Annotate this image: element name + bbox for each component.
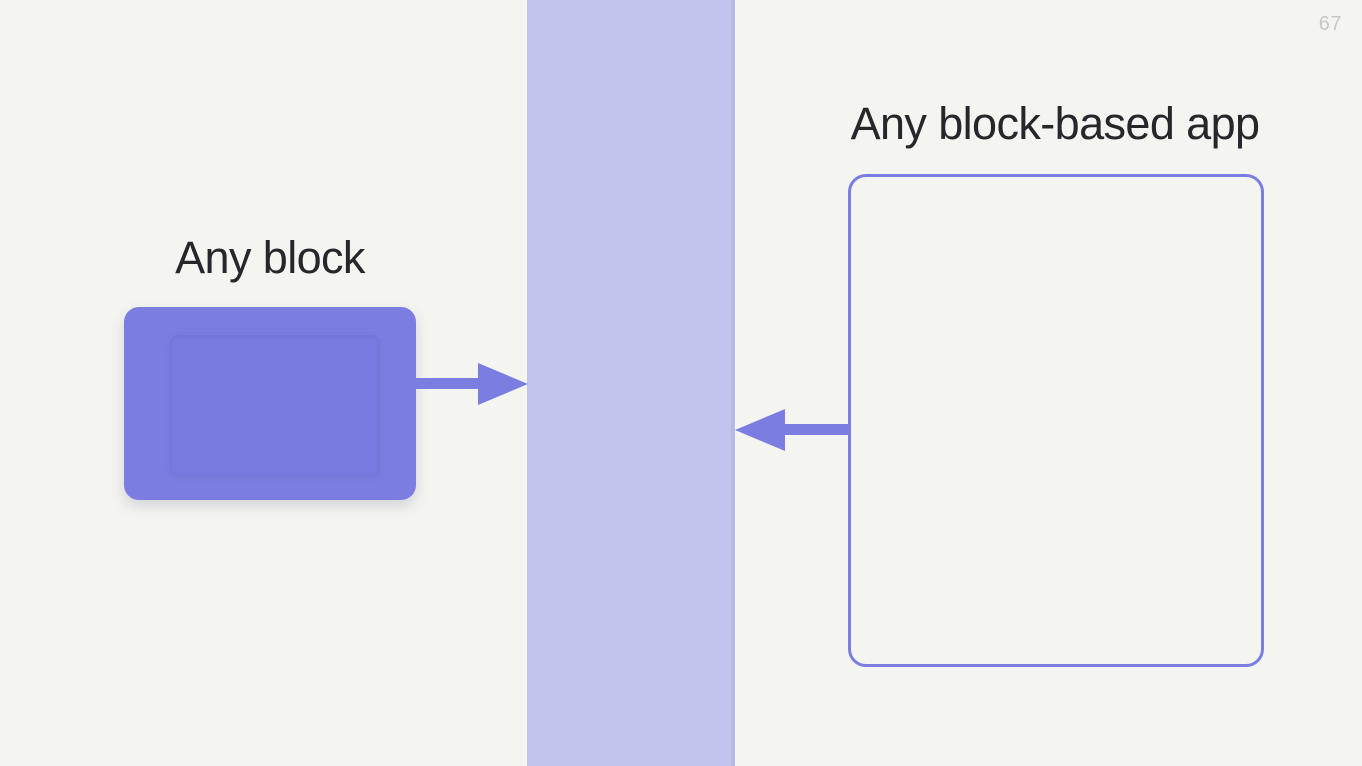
any-block-based-app-frame (848, 174, 1264, 667)
page-number: 67 (1318, 13, 1342, 35)
any-block-shape (124, 307, 416, 500)
arrow-block-to-band-shaft (415, 378, 487, 389)
any-block-inner-shape (170, 335, 380, 475)
arrow-app-to-band-head-icon (735, 409, 785, 451)
any-block-based-app-label: Any block-based app (850, 98, 1260, 149)
arrow-app-to-band-shaft (772, 424, 850, 435)
any-block-label: Any block (175, 232, 365, 283)
central-divider-band-right-edge (731, 0, 735, 766)
central-divider-band (527, 0, 735, 766)
arrow-block-to-band-head-icon (478, 363, 528, 405)
